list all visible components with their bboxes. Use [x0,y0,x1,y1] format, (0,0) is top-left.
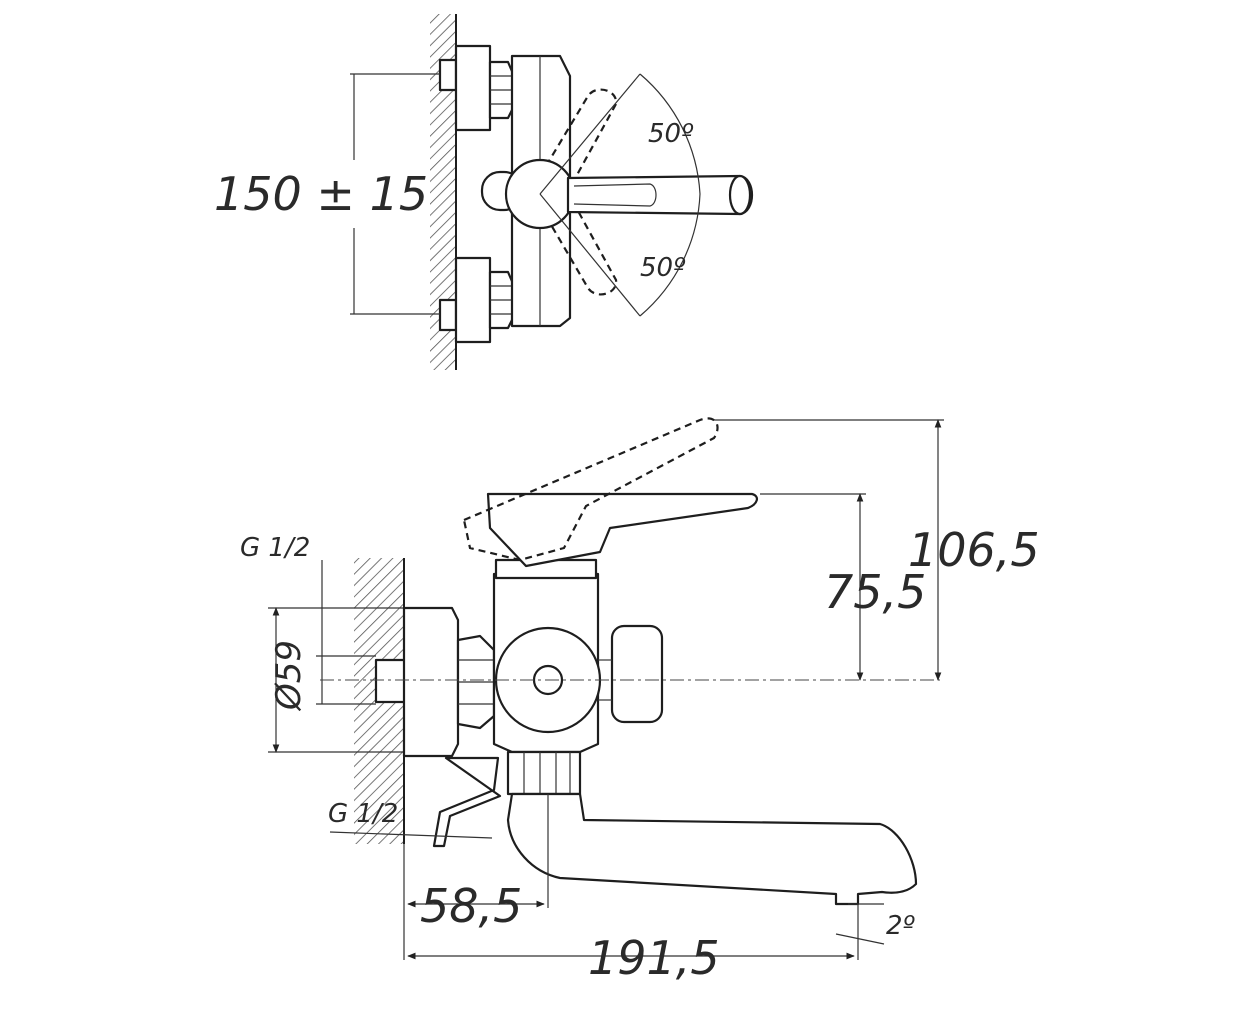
top-view: 50º 50º 150 ± 15 [214,14,753,370]
flange [402,606,460,758]
lever-position-lower [539,199,618,296]
lower-fitting [432,756,502,848]
height-max-label: 106,5 [908,523,1040,577]
spout-length-label: 191,5 [588,931,720,985]
lower-connection [438,256,516,344]
thread-bottom-label: G 1/2 [328,799,398,829]
inlet-pipe [374,658,408,704]
side-view: G 1/2 Ø59 G 1/2 [240,417,1040,985]
inlet-offset-label: 58,5 [420,879,522,933]
thread-top-label: G 1/2 [240,533,310,563]
flange-diameter-label: Ø59 [269,640,309,712]
side-lever-raised [462,417,719,562]
right-cap [610,624,664,724]
lever-position-upper [539,88,618,185]
height-handle-label: 75,5 [824,565,926,619]
angle-upper-label: 50º [648,119,694,149]
side-lever [486,492,758,568]
angle-lower-label: 50º [640,253,686,283]
diverter-ring [506,750,582,796]
center-distance-label: 150 ± 15 [214,167,428,221]
spout [506,792,918,906]
top-lever [566,174,753,216]
spout-angle-label: 2º [886,911,916,941]
